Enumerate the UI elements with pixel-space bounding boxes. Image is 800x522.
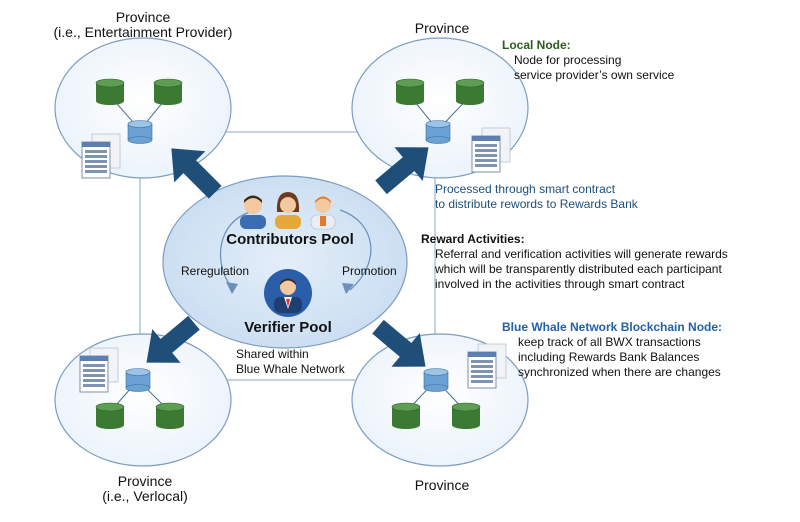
reward-activities-note: Reward Activities: Referral and verifica… (421, 232, 728, 292)
province-title: Province (115, 9, 171, 25)
person-icon (310, 196, 336, 230)
person-icon (240, 195, 266, 229)
center-pool-ellipse (162, 175, 408, 349)
arrow-to-bottom-left (146, 315, 200, 363)
promotion-label: Promotion (342, 264, 397, 278)
contributor-avatars (240, 192, 336, 230)
database-icon (155, 402, 185, 430)
shared-line: Blue Whale Network (236, 362, 345, 376)
blockchain-node-icon (125, 368, 151, 392)
reward-activities-line: Referral and verification activities wil… (435, 247, 728, 261)
blockchain-node-line: synchronized when there are changes (518, 365, 721, 379)
database-icon (455, 78, 485, 106)
province-top-left-nodes (81, 78, 183, 179)
arrow-to-top-left (171, 148, 222, 199)
processed-line: Processed through smart contract (435, 182, 616, 196)
database-icon (391, 402, 421, 430)
province-top-left-label: Province (i.e., Entertainment Provider) (48, 10, 238, 40)
database-icon (95, 402, 125, 430)
shared-note: Shared within Blue Whale Network (236, 347, 345, 377)
processed-note: Processed through smart contract to dist… (435, 182, 638, 212)
province-top-right-nodes (395, 78, 511, 173)
reward-activities-line: which will be transparently distributed … (435, 262, 722, 276)
blockchain-node-line: including Rewards Bank Balances (518, 350, 700, 364)
blockchain-node-icon (127, 120, 153, 144)
local-node-title: Local Node: (502, 38, 571, 52)
blockchain-node-icon (425, 120, 451, 144)
verifier-pool-label: Verifier Pool (244, 319, 332, 336)
province-bottom-right-nodes (391, 343, 507, 430)
province-bottom-left-label: Province (i.e., Verlocal) (70, 474, 220, 504)
reregulation-arrow (219, 211, 251, 289)
contributors-pool-label: Contributors Pool (226, 231, 354, 248)
province-top-right-label: Province (414, 20, 470, 36)
local-node-line: service provider’s own service (514, 68, 675, 82)
processed-line: to distribute rewords to Rewards Bank (435, 197, 638, 211)
province-subtitle: (i.e., Entertainment Provider) (53, 24, 233, 40)
blockchain-node-title: Blue Whale Network Blockchain Node: (502, 320, 723, 334)
promotion-arrow (339, 209, 372, 291)
person-icon (275, 192, 301, 229)
province-bottom-left-nodes (79, 347, 185, 430)
database-icon (395, 78, 425, 106)
database-icon (451, 402, 481, 430)
local-node-line: Node for processing (514, 53, 622, 67)
arrow-to-bottom-right (372, 319, 426, 367)
database-icon (153, 78, 183, 106)
reward-activities-line: involved in the activities through smart… (435, 277, 685, 291)
network-link-lines (139, 131, 436, 381)
blockchain-node-icon (423, 368, 449, 392)
province-subtitle: (i.e., Verlocal) (102, 488, 188, 504)
verifier-avatar (264, 269, 312, 317)
province-top-left-ellipse (54, 37, 232, 179)
reregulation-label: Reregulation (181, 264, 250, 278)
reward-activities-title: Reward Activities: (421, 232, 525, 246)
province-bottom-left-ellipse (54, 333, 232, 467)
shared-line: Shared within (236, 347, 309, 361)
province-bottom-right-label: Province (414, 477, 470, 493)
province-title: Province (117, 473, 173, 489)
database-icon (95, 78, 125, 106)
arrow-to-top-right (375, 147, 429, 195)
blockchain-node-note: Blue Whale Network Blockchain Node: keep… (502, 320, 722, 380)
local-node-note: Local Node: Node for processing service … (502, 38, 674, 83)
blockchain-node-line: keep track of all BWX transactions (518, 335, 701, 349)
